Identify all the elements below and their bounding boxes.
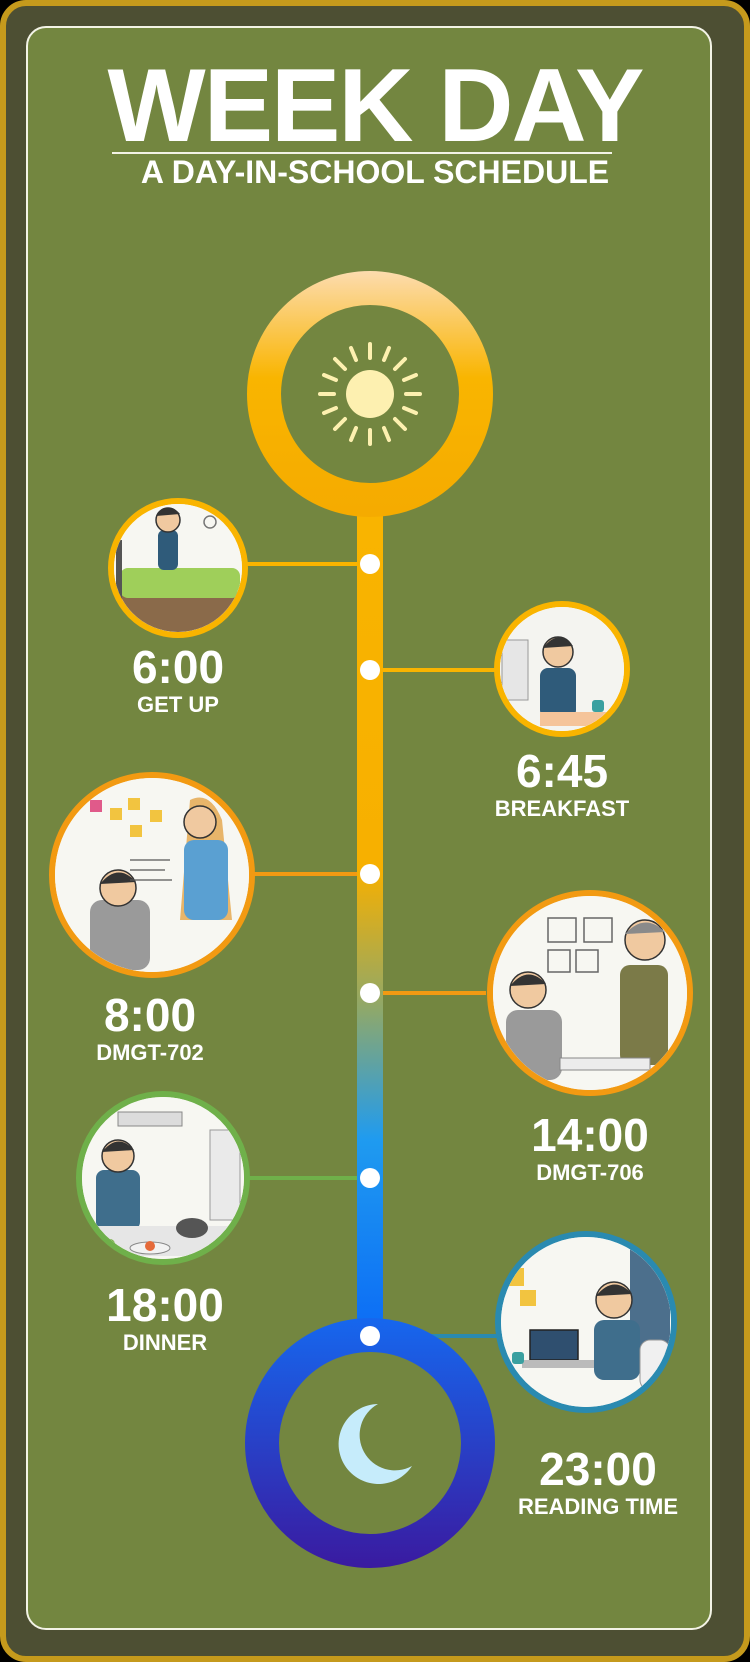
event-label: 8:00 DMGT-702 xyxy=(60,990,240,1066)
event-time: 18:00 xyxy=(106,1279,224,1331)
event-time: 23:00 xyxy=(539,1443,657,1495)
timeline-node xyxy=(360,1326,380,1346)
scene-boy-reading-at-laptop xyxy=(495,1231,677,1413)
event-time: 14:00 xyxy=(531,1109,649,1161)
event-activity: DMGT-702 xyxy=(96,1040,204,1065)
scene-class-with-lecturer xyxy=(487,890,693,1096)
timeline-node xyxy=(360,1168,380,1188)
title-divider xyxy=(112,152,612,154)
sun-icon xyxy=(318,342,422,446)
event-activity: GET UP xyxy=(137,692,219,717)
timeline-node xyxy=(360,660,380,680)
event-activity: BREAKFAST xyxy=(494,796,630,821)
timeline-node xyxy=(360,554,380,574)
event-activity: DMGT-706 xyxy=(536,1160,644,1185)
scene-boy-waking-in-bed xyxy=(108,498,248,638)
moon-ring xyxy=(245,1318,495,1568)
event-label: 6:00 GET UP xyxy=(98,642,258,718)
event-time: 6:00 xyxy=(131,641,225,693)
event-time: 8:00 xyxy=(103,989,197,1041)
scene-boy-cooking-dinner xyxy=(76,1091,250,1265)
timeline-stem xyxy=(357,490,383,1330)
event-activity: DINNER xyxy=(122,1330,208,1355)
event-label: 23:00 READING TIME xyxy=(488,1444,708,1520)
page-title: WEEK DAY xyxy=(107,48,645,164)
event-activity: READING TIME xyxy=(517,1494,679,1519)
event-label: 18:00 DINNER xyxy=(75,1280,255,1356)
event-label: 14:00 DMGT-706 xyxy=(490,1110,690,1186)
timeline-node xyxy=(360,864,380,884)
crescent-moon-icon xyxy=(338,1404,412,1484)
scene-boy-eating-breakfast xyxy=(494,601,630,737)
page-subtitle: A DAY-IN-SCHOOL SCHEDULE xyxy=(140,154,610,190)
timeline-node xyxy=(360,983,380,1003)
sun-ring xyxy=(247,271,493,517)
scene-class-with-teacher-at-board xyxy=(49,772,255,978)
event-time: 6:45 xyxy=(515,745,609,797)
event-label: 6:45 BREAKFAST xyxy=(462,746,662,822)
